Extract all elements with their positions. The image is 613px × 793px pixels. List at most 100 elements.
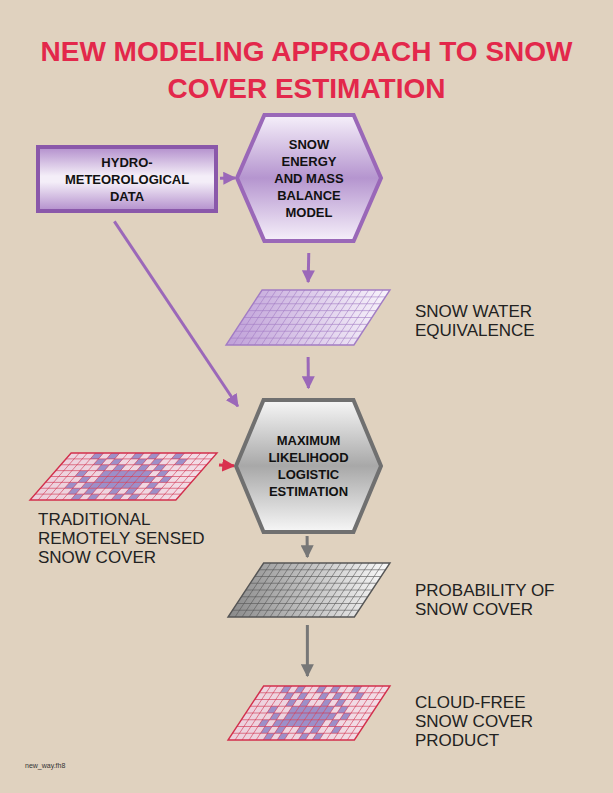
file-name-note: new_way.fh8 — [25, 762, 65, 769]
text-holder: MAXIMUM LIKELIHOOD LOGISTIC ESTIMATION — [236, 400, 381, 532]
snow-cell — [174, 459, 187, 465]
grid-line — [244, 317, 372, 318]
grid-drawing — [30, 453, 217, 500]
snow-cell — [263, 733, 274, 740]
grid-line — [231, 338, 359, 339]
snow-cell — [87, 494, 100, 500]
snow-cell — [129, 482, 142, 488]
grid-line — [237, 603, 363, 604]
grid-line — [35, 494, 181, 495]
grid-caption: SNOW WATER EQUIVALENCE — [415, 302, 565, 340]
snow-cell — [315, 686, 326, 693]
snow-cell — [109, 459, 122, 465]
snow-cell — [329, 686, 340, 693]
grid-drawing — [228, 686, 390, 740]
snow-cell — [285, 700, 296, 707]
snow-cell — [328, 720, 339, 727]
snow-cell — [65, 482, 78, 488]
grid-fill — [228, 686, 390, 740]
flow-arrow — [114, 221, 237, 406]
snow-cell — [71, 494, 84, 500]
diagram-title: NEW MODELING APPROACH TO SNOW COVER ESTI… — [0, 33, 613, 107]
grid-map: PROBABILITY OF SNOW COVER — [228, 563, 390, 617]
text-holder: HYDRO- METEOROLOGICAL DATA — [40, 149, 214, 209]
snow-cell — [275, 727, 286, 734]
snow-cell — [140, 471, 153, 477]
snow-cell — [156, 471, 169, 477]
grid-line — [61, 464, 207, 465]
snow-cell — [340, 713, 351, 720]
snow-cell — [124, 488, 137, 494]
grid-line — [258, 296, 386, 297]
flow-arrow — [220, 177, 235, 180]
snow-cell — [283, 693, 294, 700]
text-holder: SNOW ENERGY AND MASS BALANCE MODEL — [237, 115, 381, 241]
snow-cell — [143, 477, 156, 483]
snow-cell — [171, 453, 184, 459]
grid-line — [45, 482, 191, 483]
grid-outline — [228, 686, 390, 740]
snow-cell — [326, 713, 337, 720]
snow-cell — [320, 700, 331, 707]
flow-arrow — [306, 536, 309, 557]
grid-outline — [30, 453, 217, 500]
snow-cell — [127, 494, 140, 500]
grid-map: TRADITIONAL REMOTELY SENSED SNOW COVER — [30, 453, 217, 500]
snow-cell — [310, 727, 321, 734]
grid-line — [246, 713, 372, 714]
snow-cell — [318, 693, 329, 700]
grid-line — [250, 583, 376, 584]
grid-caption: TRADITIONAL REMOTELY SENSED SNOW COVER — [38, 510, 213, 567]
process-hexagon — [237, 115, 381, 241]
snow-cell — [93, 459, 106, 465]
snow-cell — [84, 488, 97, 494]
grid-line — [232, 610, 358, 611]
snow-cell — [131, 453, 144, 459]
snow-cell — [350, 686, 361, 693]
grid-caption: PROBABILITY OF SNOW COVER — [415, 581, 585, 619]
snow-cell — [337, 706, 348, 713]
grid-line — [51, 476, 197, 477]
grid-outline — [228, 563, 390, 617]
snow-cell — [353, 693, 364, 700]
grid-line — [259, 692, 385, 693]
snow-cell — [134, 459, 147, 465]
grid-fill — [30, 453, 217, 500]
grid-outline — [226, 290, 390, 345]
snow-cell — [159, 477, 172, 483]
grid-line — [240, 324, 368, 325]
snow-cell — [78, 477, 91, 483]
grid-line — [232, 733, 358, 734]
grid-line — [241, 596, 367, 597]
flow-arrow — [307, 357, 310, 388]
snow-cell — [146, 482, 159, 488]
snow-cell — [299, 700, 310, 707]
grid-line — [250, 706, 376, 707]
grid-drawing — [228, 563, 390, 617]
snow-cell — [297, 693, 308, 700]
grid-line — [235, 331, 363, 332]
grid-drawing — [226, 290, 390, 345]
snow-cell — [323, 706, 334, 713]
grid-line — [241, 719, 367, 720]
snow-cell — [96, 465, 109, 471]
snow-cell — [296, 727, 307, 734]
snow-cell — [108, 488, 121, 494]
snow-cell — [147, 453, 160, 459]
snow-cell — [269, 713, 280, 720]
grid-map: SNOW WATER EQUIVALENCE — [226, 290, 390, 345]
snow-cell — [314, 720, 325, 727]
snow-cell — [153, 465, 166, 471]
grid-map: CLOUD-FREE SNOW COVER PRODUCT — [228, 686, 390, 740]
snow-cell — [107, 453, 120, 459]
grid-line — [237, 726, 363, 727]
grid-line — [40, 488, 186, 489]
grid-line — [255, 576, 381, 577]
snow-cell — [149, 488, 162, 494]
snow-cell — [150, 459, 163, 465]
snow-cell — [332, 693, 343, 700]
process-hexagon: SNOW ENERGY AND MASS BALANCE MODEL — [237, 115, 381, 241]
process-hexagon: MAXIMUM LIKELIHOOD LOGISTIC ESTIMATION — [236, 400, 381, 532]
flow-arrow — [307, 253, 311, 282]
